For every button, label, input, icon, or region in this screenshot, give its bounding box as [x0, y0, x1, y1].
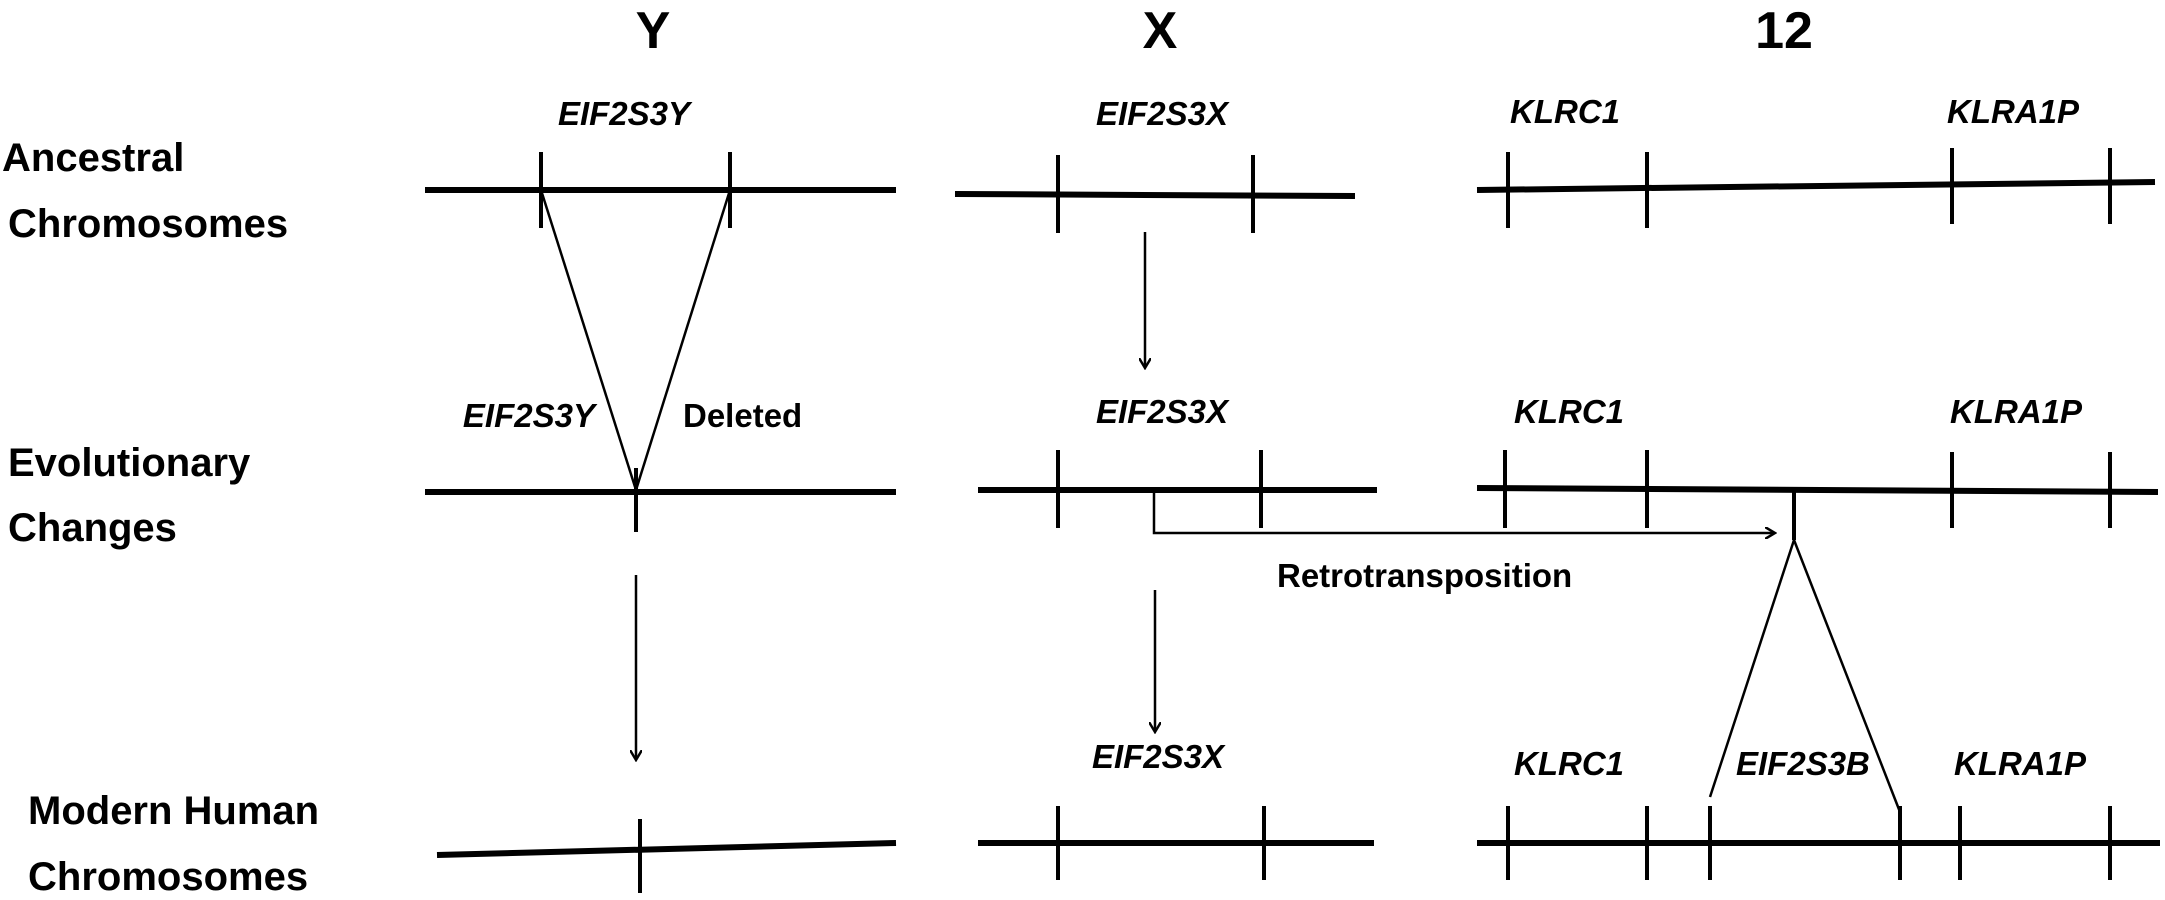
- chromosome-12-evolutionary: [1476, 450, 2159, 540]
- row-label-ancestral-line1: Ancestral: [2, 136, 184, 180]
- deletion-wedge: [539, 189, 732, 491]
- gene-label-eif2s3y-ancestral: EIF2S3Y: [558, 95, 693, 132]
- deleted-label: Deleted: [683, 397, 802, 434]
- gene-label-klra1p-ancestral: KLRA1P: [1947, 93, 2080, 130]
- insertion-wedge: [1708, 539, 1902, 813]
- gene-label-eif2s3x-ancestral: EIF2S3X: [1096, 95, 1230, 132]
- chromosome-y-ancestral: [425, 152, 896, 228]
- gene-label-klrc1-evolutionary: KLRC1: [1514, 393, 1624, 430]
- chromosome-x-evolutionary: [978, 450, 1377, 528]
- gene-label-klra1p-evolutionary: KLRA1P: [1950, 393, 2083, 430]
- retrotransposition-arrow: [1152, 490, 1775, 533]
- column-header-x: X: [1143, 2, 1178, 60]
- row-label-ancestral-line2: Chromosomes: [8, 202, 288, 246]
- gene-label-eif2s3x-modern: EIF2S3X: [1092, 738, 1226, 775]
- chromosome-x-ancestral: [954, 155, 1356, 233]
- column-header-12: 12: [1755, 2, 1813, 60]
- chromosome-12-ancestral: [1476, 148, 2156, 228]
- retrotransposition-label: Retrotransposition: [1277, 557, 1572, 594]
- chromosome-y-evolutionary: [425, 468, 896, 532]
- row-label-evolutionary-line2: Changes: [8, 506, 177, 550]
- gene-label-eif2s3x-evolutionary: EIF2S3X: [1096, 393, 1230, 430]
- gene-label-klrc1-ancestral: KLRC1: [1510, 93, 1620, 130]
- chromosome-12-modern: [1477, 806, 2160, 880]
- gene-label-eif2s3y-deleted: EIF2S3Y: [463, 397, 598, 434]
- row-label-modern-line1: Modern Human: [28, 789, 319, 833]
- row-label-evolutionary-line1: Evolutionary: [8, 441, 251, 485]
- gene-label-klra1p-modern: KLRA1P: [1954, 745, 2087, 782]
- row-label-modern-line2: Chromosomes: [28, 855, 308, 895]
- column-header-y: Y: [636, 2, 671, 60]
- gene-label-klrc1-modern: KLRC1: [1514, 745, 1624, 782]
- chromosome-x-modern: [978, 806, 1374, 880]
- gene-label-eif2s3b-modern: EIF2S3B: [1736, 745, 1870, 782]
- chromosome-y-modern: [436, 819, 897, 893]
